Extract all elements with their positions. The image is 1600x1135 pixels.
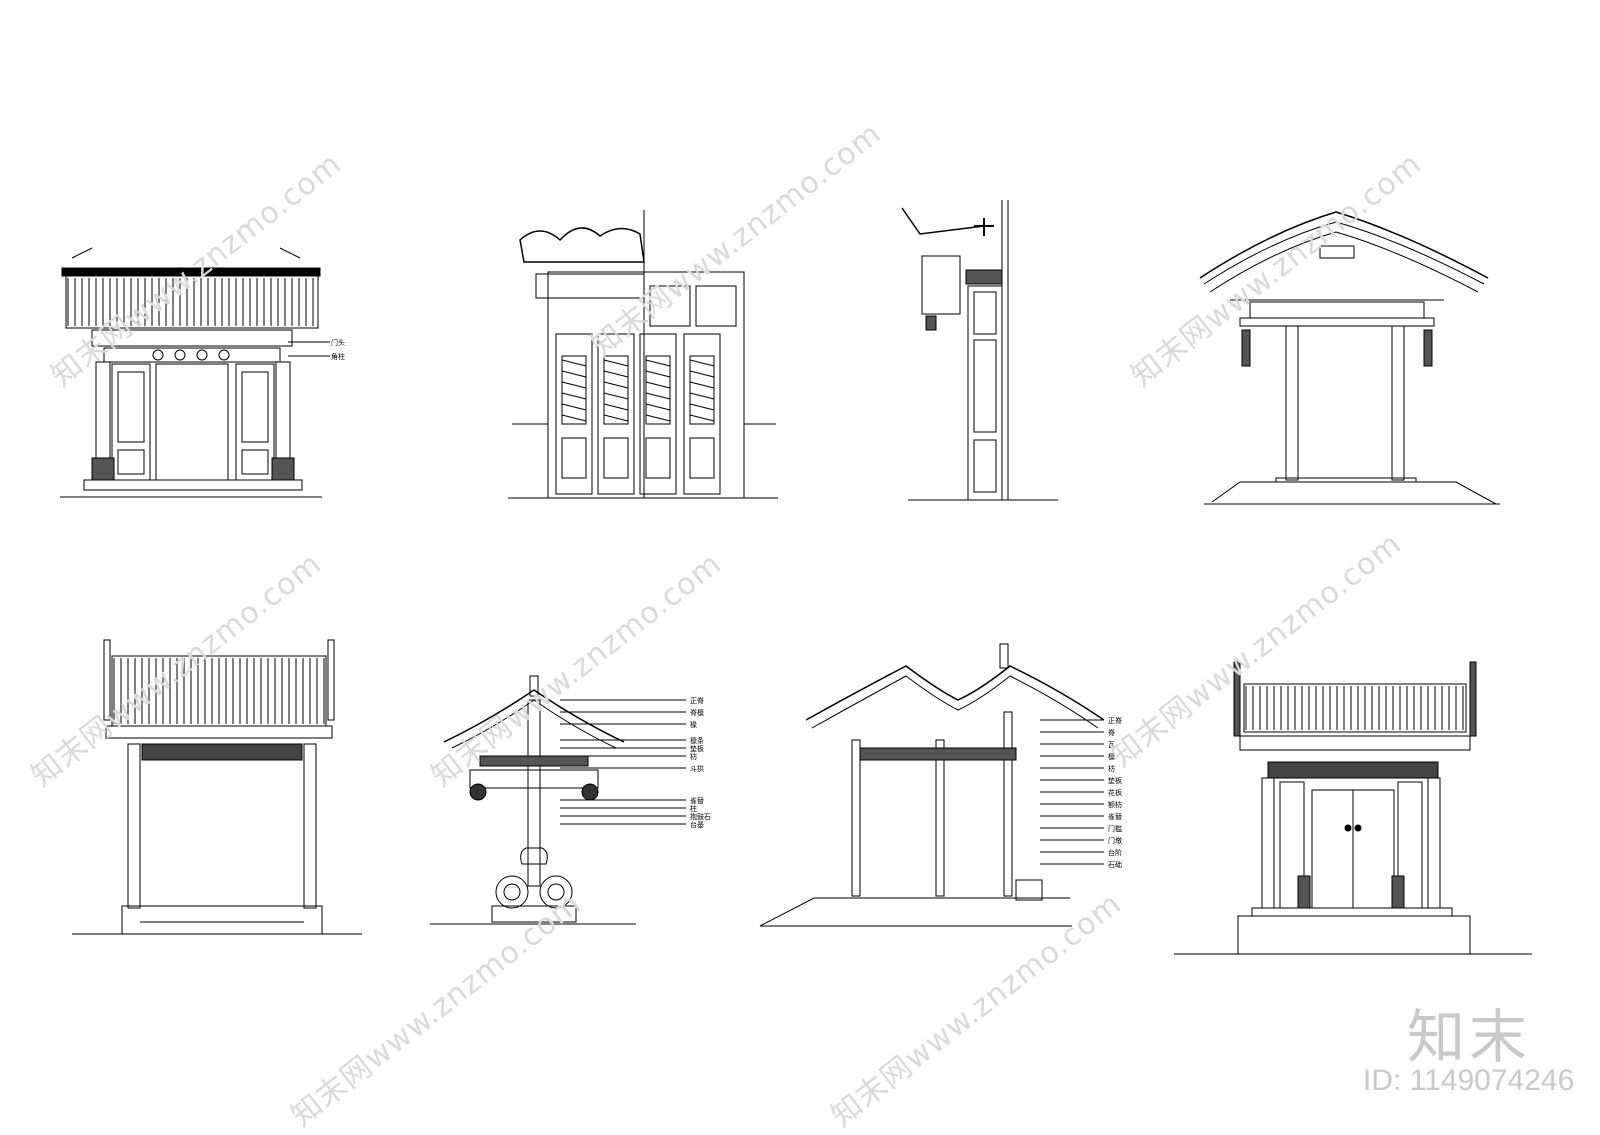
section-1-label: 椽 <box>690 720 697 729</box>
section-2-label: 垫板 <box>1108 776 1122 785</box>
section-1-label: 斗拱 <box>690 764 704 773</box>
section-1-label: 脊檩 <box>690 708 704 717</box>
section-2-label: 门墩 <box>1108 836 1122 845</box>
gate-front-elevation-1: 门头 角柱 <box>60 247 345 498</box>
gate-side-section-detail <box>901 200 1058 501</box>
section-1-label: 台基 <box>690 820 704 829</box>
section-1-label: 柱 <box>690 804 697 813</box>
watermark-brand: 知末 <box>1407 1003 1532 1071</box>
section-2-label: 台阶 <box>1108 848 1122 857</box>
section-2-label: 额枋 <box>1108 800 1122 809</box>
gate-side-elevation-roof <box>1199 211 1500 505</box>
label-text-1b: 角柱 <box>331 352 345 361</box>
section-2-label: 雀替 <box>1108 812 1122 821</box>
section-1-label: 枋 <box>690 752 697 761</box>
section-2-label: 正脊 <box>1108 716 1122 725</box>
section-2-label: 瓦 <box>1108 741 1115 749</box>
section-2-label: 檩 <box>1108 752 1115 761</box>
door-panel-elevation <box>508 210 778 499</box>
section-1-label: 雀替 <box>690 796 704 805</box>
section-2-label: 门槛 <box>1108 824 1122 833</box>
section-2-label: 脊 <box>1108 728 1115 737</box>
section-1-label: 抱鼓石 <box>690 812 711 821</box>
section-2-label: 枋 <box>1108 764 1115 773</box>
gate-front-elevation-2 <box>72 639 362 935</box>
section-2-label: 花板 <box>1108 788 1122 797</box>
section-1-label: 檩条 <box>690 736 704 745</box>
section-1-label: 正脊 <box>690 696 704 705</box>
gate-front-elevation-3 <box>1174 661 1532 955</box>
section-2-label: 石础 <box>1108 860 1122 869</box>
image-id: ID: 1149074246 <box>1363 1064 1575 1097</box>
label-text-1a: 门头 <box>331 338 345 347</box>
section-1-label: 垫板 <box>690 744 704 753</box>
